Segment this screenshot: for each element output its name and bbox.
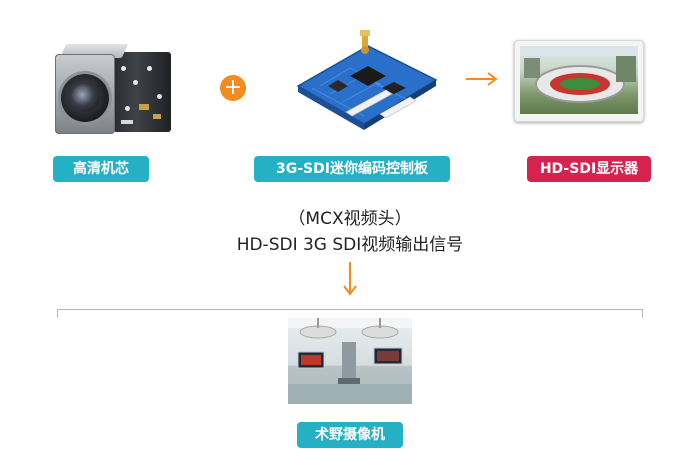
plus-icon: + [220, 75, 246, 101]
encoder-board-label: 3G-SDI迷你编码控制板 [254, 156, 450, 182]
surgical-camera-label: 术野摄像机 [297, 422, 403, 448]
camera-module-label: 高清机芯 [53, 156, 149, 182]
monitor-label: HD-SDI显示器 [527, 156, 651, 182]
bracket-line [57, 309, 643, 310]
arrow-down-icon [343, 262, 357, 296]
surgical-camera-image [288, 318, 412, 404]
arrow-right-icon [466, 72, 498, 86]
caption-line-1: （MCX视频头） [288, 209, 412, 229]
encoder-board-image [296, 30, 438, 130]
bracket-left-tick [57, 309, 58, 318]
bracket-right-tick [642, 309, 643, 318]
camera-module-image [55, 44, 173, 136]
caption-line-2: HD-SDI 3G SDI视频输出信号 [236, 235, 464, 255]
monitor-image [514, 40, 644, 122]
